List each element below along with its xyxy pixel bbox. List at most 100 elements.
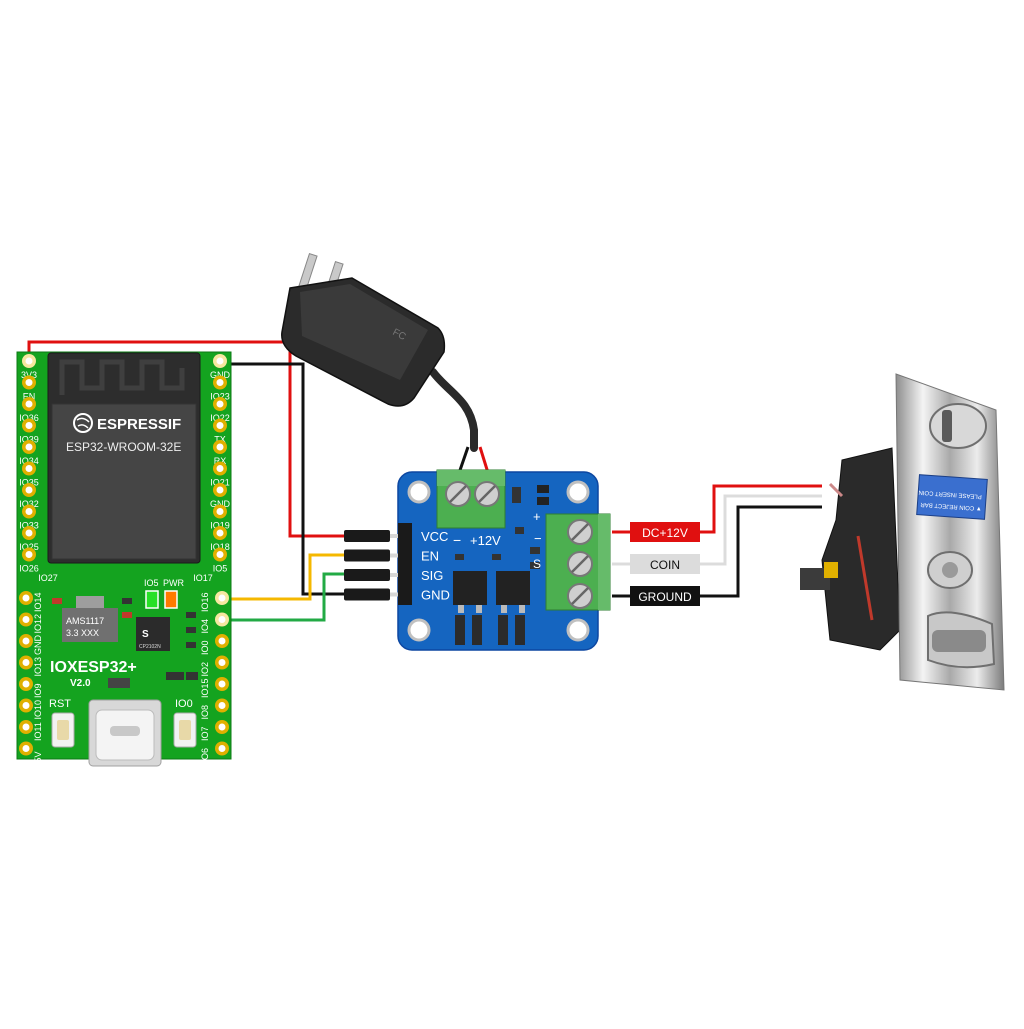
pin-label: IO13 <box>33 657 43 677</box>
wire-coin <box>700 494 822 566</box>
pin-label: 3V3 <box>21 370 37 380</box>
acceptor-label-line1: PLEASE INSERT COIN <box>918 489 982 499</box>
pin-hole <box>25 357 33 365</box>
usb-chip <box>136 617 170 651</box>
pin-hole <box>22 616 30 623</box>
header-pin-sig[interactable] <box>344 569 390 581</box>
pin-label: IO6 <box>200 748 210 763</box>
tag-coin-text: COIN <box>650 558 680 572</box>
pin-hole <box>25 508 33 515</box>
pin-label: IO27 <box>38 573 58 583</box>
pin-label: IO4 <box>200 619 210 634</box>
pin-hole <box>22 637 30 645</box>
pin-hole <box>25 379 33 386</box>
output-terminal <box>545 513 611 611</box>
pin-hole <box>218 637 226 645</box>
pin-hole <box>22 723 30 731</box>
pin-label: IO17 <box>193 573 213 583</box>
header-block <box>398 523 412 605</box>
led-io5-label: IO5 <box>144 578 159 588</box>
pin-hole <box>216 379 224 386</box>
header-pin-label: SIG <box>421 568 443 583</box>
pin-hole <box>218 680 226 688</box>
mosfet-left <box>453 571 487 605</box>
pin-hole <box>216 529 224 537</box>
tag-ground-text: GROUND <box>638 590 692 604</box>
power-input-label: +12V <box>470 533 501 548</box>
pin-label: GND <box>210 370 231 380</box>
antenna-trace <box>59 359 185 395</box>
pin-label: IO39 <box>19 435 39 445</box>
module-model: ESP32-WROOM-32E <box>66 440 181 454</box>
pin-label: 5V <box>33 751 43 762</box>
led-pwr <box>164 590 178 609</box>
pin-hole <box>218 702 226 709</box>
pin-label: RX <box>214 456 227 466</box>
acceptor-label-line2: ▼ COIN REJECT BAR <box>920 501 982 511</box>
pin-hole <box>218 616 226 623</box>
adapter-cable <box>429 368 478 452</box>
regulator-line1: AMS1117 <box>66 616 104 626</box>
pin-hole <box>216 486 224 494</box>
pin-hole <box>216 508 224 515</box>
power-adapter-icon: FC <box>281 252 446 407</box>
usb-chip-label: CP2102N <box>139 644 161 650</box>
pin-label: GND <box>33 635 43 656</box>
pin-label: IO18 <box>210 542 230 552</box>
header-pin-en[interactable] <box>344 549 390 562</box>
output-signal-label: S <box>533 557 541 571</box>
wire-ground <box>700 505 822 598</box>
espressif-logo-icon <box>73 413 93 433</box>
pin-label: IO32 <box>19 499 39 509</box>
pin-label: IO21 <box>210 478 230 488</box>
pin-hole <box>218 659 226 666</box>
coin-slot[interactable] <box>929 403 987 449</box>
tag-dc12v-text: DC+12V <box>642 526 688 540</box>
header-pin-gnd[interactable] <box>344 588 390 601</box>
coin-acceptor: PLEASE INSERT COIN ▼ COIN REJECT BAR <box>800 373 1005 691</box>
regulator <box>62 608 118 642</box>
pin-label: IO14 <box>33 592 43 612</box>
pin-hole <box>216 400 224 408</box>
pin-label: IO2 <box>200 662 210 677</box>
pin-hole <box>25 486 33 494</box>
pin-hole <box>22 680 30 688</box>
pin-hole <box>218 745 226 752</box>
header-pin-label: EN <box>421 549 439 564</box>
mount-hole-tr <box>566 480 590 504</box>
led-pwr-label: PWR <box>163 578 184 588</box>
pin-label: IO35 <box>19 478 39 488</box>
output-minus-label: − <box>534 531 542 546</box>
pin-hole <box>25 422 33 429</box>
output-plus-label: + <box>533 509 541 524</box>
pin-label: IO26 <box>19 564 39 574</box>
pin-hole <box>25 551 33 558</box>
io0-button-label: IO0 <box>175 698 193 710</box>
pin-hole <box>22 659 30 666</box>
module-brand: ESPRESSIF <box>97 416 181 433</box>
rst-label: RST <box>49 698 71 710</box>
pin-label: TX <box>214 435 226 445</box>
acceptor-faceplate <box>895 373 1005 691</box>
pin-label: IO36 <box>19 413 39 423</box>
pin-hole <box>216 443 224 451</box>
pin-label: IO5 <box>213 564 228 574</box>
pin-label: IO34 <box>19 456 39 466</box>
silabs-logo-icon: S <box>142 629 149 640</box>
pin-hole <box>218 594 226 602</box>
header-pin-vcc[interactable] <box>344 530 390 542</box>
pin-hole <box>22 594 30 602</box>
adapter-prong-left <box>298 252 318 290</box>
pin-label: IO16 <box>200 592 210 612</box>
wire-tags: DC+12V COIN GROUND <box>630 522 700 606</box>
header-pin-label: GND <box>421 588 450 603</box>
led-io5 <box>145 590 159 609</box>
esp32-pins: 3V3ENIO36IO39IO34IO35IO32IO33IO25IO26GND… <box>19 354 231 763</box>
pin-hole <box>25 529 33 537</box>
wire-io16-en <box>221 553 360 601</box>
acceptor-label <box>916 474 988 520</box>
regulator-line2: 3.3 XXX <box>66 628 99 638</box>
